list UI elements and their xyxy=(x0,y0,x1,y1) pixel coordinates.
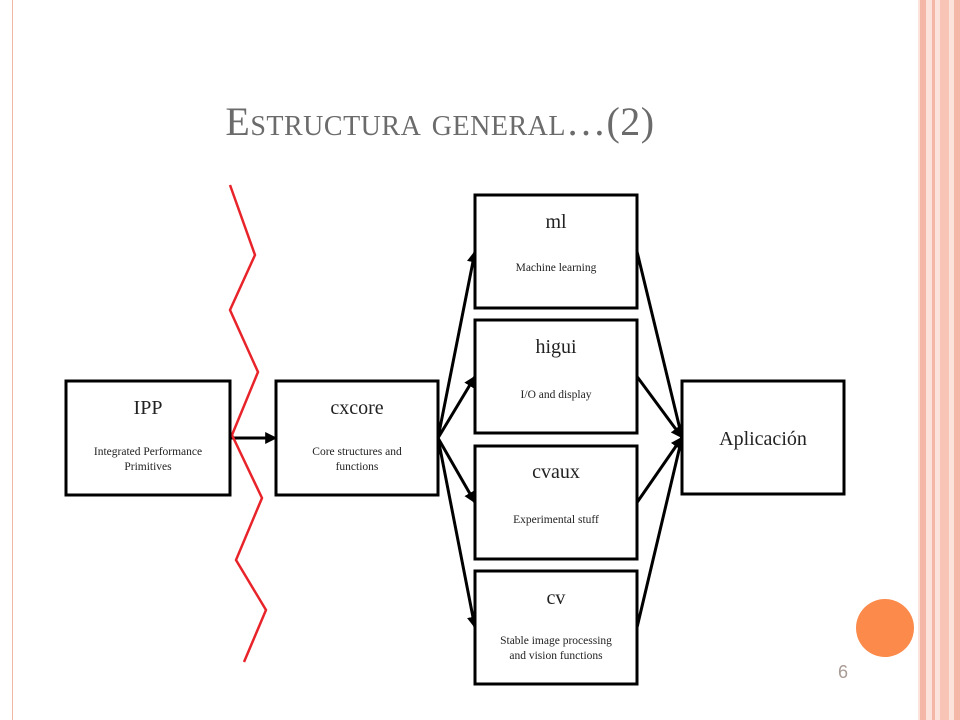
node-cxcore-title: cxcore xyxy=(330,397,383,419)
node-cxcore-desc-line-1: functions xyxy=(336,461,379,473)
node-cvaux-desc-line-0: Experimental stuff xyxy=(513,514,599,526)
decorative-stripes xyxy=(918,0,960,720)
node-cxcore-desc-line-0: Core structures and xyxy=(312,446,402,458)
node-ipp-desc-line-0: Integrated Performance xyxy=(94,446,202,458)
edge-cxcore-to-cvaux xyxy=(436,437,477,504)
node-higui-desc-line-0: I/O and display xyxy=(521,389,592,401)
edge-ml-to-app xyxy=(635,251,686,439)
node-ml-desc-line-0: Machine learning xyxy=(516,262,597,274)
node-ipp-title: IPP xyxy=(134,397,163,419)
page-number: 6 xyxy=(838,662,849,682)
node-cvaux-title: cvaux xyxy=(532,461,580,483)
red-zigzag-boundary xyxy=(228,184,268,663)
node-cv-box xyxy=(473,569,639,686)
edge-cxcore-to-higui xyxy=(436,375,477,439)
slide-title: Estructura general…(2) xyxy=(225,99,655,144)
edge-cv-to-app xyxy=(635,436,686,628)
node-cxcore-box xyxy=(274,379,440,497)
node-higui-box xyxy=(473,318,639,435)
orange-circle-decoration xyxy=(856,599,914,657)
node-higui-title: higui xyxy=(535,336,577,358)
node-ml-box xyxy=(473,193,639,310)
slide-frame-line xyxy=(12,0,13,720)
node-cv-desc-line-1: and vision functions xyxy=(509,650,603,662)
edge-cxcore-to-cv xyxy=(436,437,479,629)
edge-higui-to-app xyxy=(635,375,684,439)
node-app: Aplicación xyxy=(680,379,846,496)
edge-cxcore-to-ml xyxy=(436,250,479,439)
node-ml-title: ml xyxy=(545,211,567,233)
node-ipp-desc-line-1: Primitives xyxy=(124,461,172,473)
node-cvaux-box xyxy=(473,444,639,561)
edges-layer xyxy=(230,250,686,629)
node-ipp-box xyxy=(64,379,232,497)
node-app-box xyxy=(680,379,846,496)
node-cv-title: cv xyxy=(547,587,566,609)
node-cv-desc-line-0: Stable image processing xyxy=(500,635,612,647)
node-app-title: Aplicación xyxy=(719,428,807,450)
